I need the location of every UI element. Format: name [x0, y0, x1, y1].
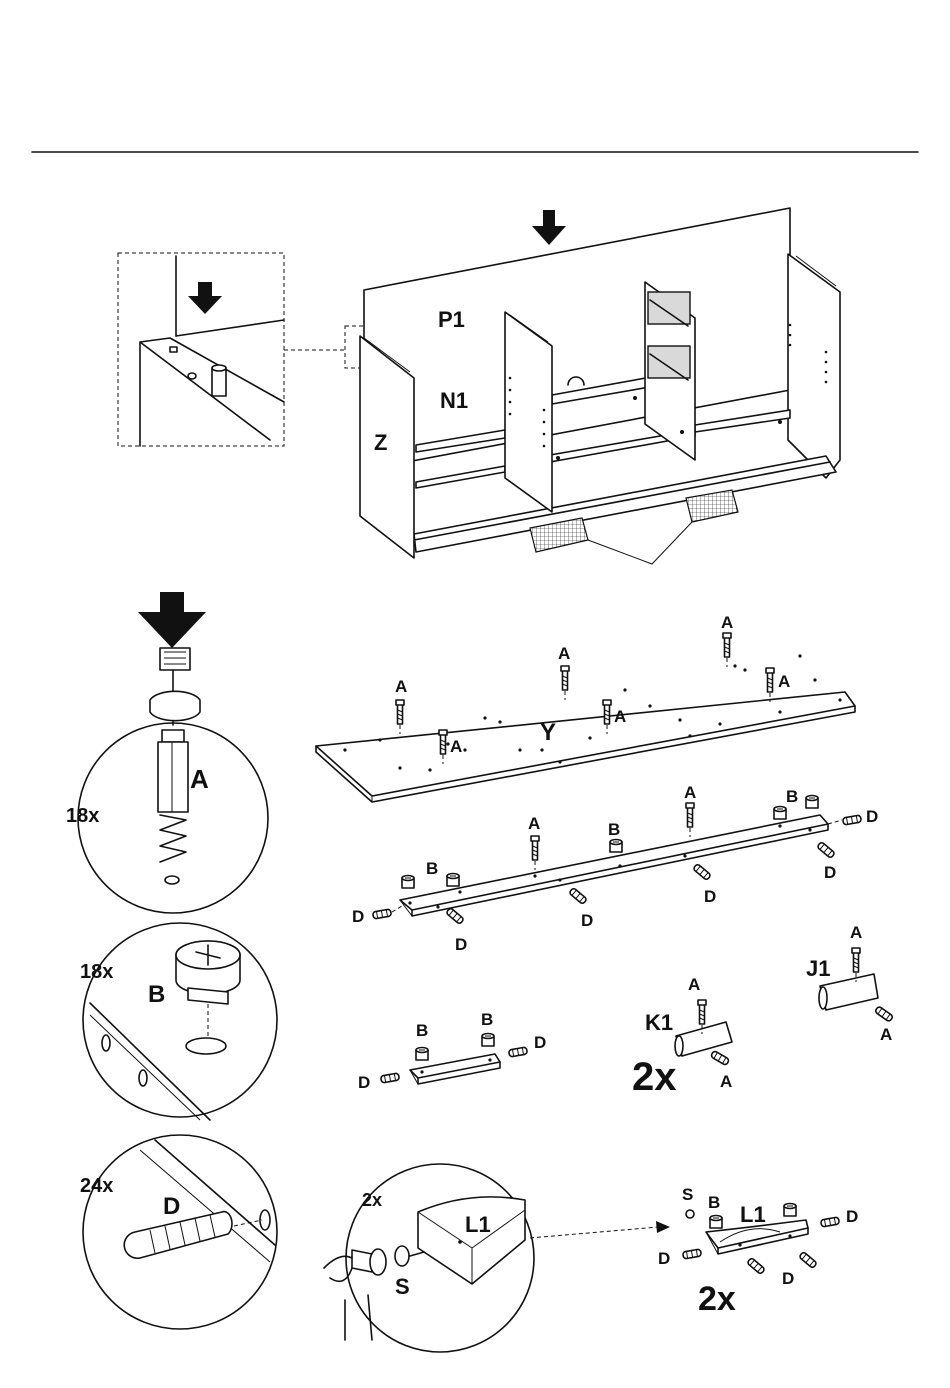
detail-inset-content: [140, 256, 284, 446]
label-a: A: [684, 783, 696, 802]
label-a: A: [395, 677, 407, 696]
right-arrow-icon: [656, 1221, 670, 1233]
label-a: A: [688, 975, 700, 994]
back-panel-p1: [364, 208, 790, 470]
label-l1: L1: [465, 1212, 491, 1237]
label-b: B: [708, 1193, 720, 1212]
detail-inset-box: [118, 253, 284, 446]
label-d: D: [658, 1249, 670, 1268]
label-a: A: [721, 613, 733, 632]
down-arrow-icon: [138, 592, 206, 648]
count-a: 18x: [66, 805, 99, 827]
label-s: S: [682, 1185, 693, 1204]
part-l1-figure: S B L1 D D D 2x: [658, 1185, 858, 1318]
part-j1-figure: A A J1: [806, 923, 893, 1044]
label-a: A: [880, 1025, 892, 1044]
label-a: A: [558, 644, 570, 663]
label-d: D: [846, 1207, 858, 1226]
label-a: A: [720, 1072, 732, 1091]
label-b-large: B: [148, 981, 165, 1008]
fitting-b-detail: B 18x: [80, 923, 277, 1120]
label-a: A: [614, 707, 626, 726]
label-d: D: [358, 1073, 370, 1092]
label-l1: L1: [740, 1202, 766, 1227]
label-a-large: A: [190, 764, 209, 794]
label-j1: J1: [806, 956, 830, 981]
label-d: D: [866, 807, 878, 826]
label-d: D: [704, 887, 716, 906]
label-d: D: [824, 863, 836, 882]
part-l1-detail: L1 S 2x: [324, 1164, 670, 1352]
rotation-arrow-icon: [150, 691, 200, 720]
label-d: D: [534, 1033, 546, 1052]
label-n1: N1: [440, 388, 468, 413]
count-l1-detail: 2x: [362, 1190, 382, 1210]
label-s: S: [395, 1274, 410, 1299]
label-z: Z: [374, 430, 387, 455]
label-p1: P1: [438, 307, 465, 332]
down-arrow-icon: [188, 282, 222, 314]
label-d: D: [782, 1269, 794, 1288]
label-d: D: [352, 907, 364, 926]
label-a: A: [850, 923, 862, 942]
label-y: Y: [540, 719, 556, 746]
fitting-a-detail: A 18x: [66, 592, 268, 913]
count-l1: 2x: [698, 1280, 736, 1318]
label-b: B: [481, 1010, 493, 1029]
label-b: B: [608, 820, 620, 839]
label-a: A: [528, 814, 540, 833]
leader-line: [530, 1227, 658, 1238]
count-d: 24x: [80, 1175, 113, 1197]
count-k1: 2x: [632, 1055, 677, 1099]
dowel-d-detail: D 24x: [80, 1135, 277, 1329]
short-rail-figure: B B D D: [358, 1010, 546, 1092]
down-arrow-icon: [532, 210, 566, 245]
label-k1: K1: [645, 1010, 673, 1035]
label-b: B: [416, 1021, 428, 1040]
label-d: D: [455, 935, 467, 954]
label-a: A: [778, 672, 790, 691]
label-d: D: [581, 911, 593, 930]
cabinet-assembly-figure: P1 N1 Z: [118, 208, 840, 564]
board-y-figure: Y A A A A A A: [316, 613, 855, 802]
long-rail-figure: B B B A A D D D D D D: [352, 783, 878, 954]
label-d-large: D: [163, 1193, 180, 1220]
label-a: A: [450, 737, 462, 756]
part-k1-figure: A A K1 2x: [632, 975, 732, 1099]
label-b: B: [426, 859, 438, 878]
label-b: B: [786, 787, 798, 806]
count-b: 18x: [80, 961, 113, 983]
